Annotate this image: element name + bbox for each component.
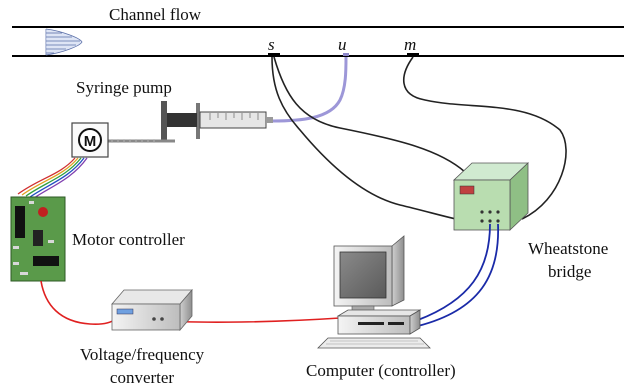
- velocity-profile-icon: [45, 28, 83, 56]
- syringe-pump: [108, 101, 273, 143]
- motor-symbol: M: [84, 133, 97, 150]
- ic-chip-2: [33, 230, 43, 246]
- syringe-tube: [271, 56, 348, 123]
- vf-converter: [111, 288, 193, 332]
- wire-s-to-bridge: [271, 56, 485, 226]
- wire-bridge-to-computer-2: [417, 223, 499, 327]
- computer: [317, 235, 431, 349]
- probe-m-label: m: [404, 35, 417, 54]
- plunger: [167, 113, 197, 127]
- keyboard: [317, 337, 431, 349]
- wire-s2-to-bridge: [273, 56, 466, 173]
- channel: [12, 26, 624, 57]
- ribbon-cable: [17, 157, 88, 199]
- motor-icon: [78, 128, 102, 152]
- wire-m-to-bridge: [402, 56, 567, 220]
- motor-controller-label: Motor controller: [72, 230, 185, 249]
- wheatstone-label-line2: bridge: [548, 262, 592, 281]
- syringe-pump-label: Syringe pump: [76, 78, 172, 97]
- wheatstone-bridge-box: [452, 162, 530, 231]
- bridge-display: [459, 185, 475, 195]
- probe-m-sensor: [407, 53, 419, 57]
- converter-display: [116, 308, 134, 315]
- wire-controller-to-converter: [40, 280, 119, 325]
- computer-label: Computer (controller): [306, 361, 456, 380]
- vf-converter-label-line1: Voltage/frequency: [79, 345, 205, 364]
- monitor-screen: [339, 251, 387, 299]
- probe-s-label: s: [268, 35, 275, 54]
- vf-converter-label-line2: converter: [109, 368, 175, 387]
- wire-bridge-to-computer-1: [417, 223, 491, 321]
- wheatstone-label-line1: Wheatstone: [528, 239, 609, 258]
- led-indicator: [38, 207, 48, 217]
- motor-controller-board: [10, 196, 66, 282]
- ic-chip-3: [33, 256, 59, 266]
- syringe-tip: [266, 117, 273, 123]
- probe-u-label: u: [338, 35, 347, 54]
- pump-plate-mid: [196, 103, 200, 139]
- motor: M: [71, 122, 109, 158]
- probe-s-sensor: [268, 53, 280, 57]
- probe-u-port: [343, 53, 349, 56]
- pump-plate-left: [161, 101, 167, 141]
- ic-chip-1: [15, 206, 25, 238]
- channel-flow-label: Channel flow: [109, 5, 202, 24]
